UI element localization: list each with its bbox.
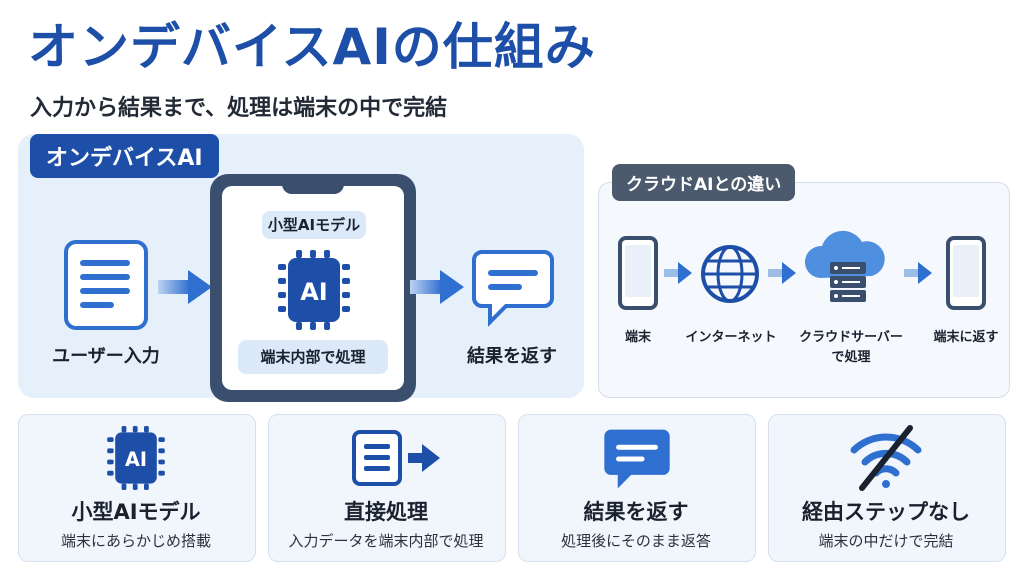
page-subtitle: 入力から結果まで、処理は端末の中で完結 [30,96,448,121]
arrow-right-icon [904,262,932,284]
card-title-return: 結果を返す [583,500,689,524]
cloud-panel [598,182,1010,398]
page-title: オンデバイスAIの仕組み [28,18,596,76]
no-wifi-icon [850,425,922,491]
document-icon [64,240,148,330]
cloud-tag: クラウドAIとの違い [612,164,796,201]
ondevice-tag: オンデバイスAI [30,134,219,178]
ai-chip-icon: AI [278,250,350,330]
ai-chip-icon: AI [107,426,165,490]
ai-chip-text: AI [300,278,328,306]
card-title-no-steps: 経由ステップなし [802,500,970,524]
card-desc-direct: 入力データを端末内部で処理 [288,532,484,550]
card-title-model: 小型AIモデル [71,500,201,524]
cloud-step-server-sub: で処理 [831,350,871,365]
cloud-step-server: クラウドサーバー [799,330,903,345]
arrow-right-icon [768,262,796,284]
document-arrow-icon [352,430,440,486]
card-title-direct: 直接処理 [344,500,428,524]
arrow-right-icon [664,262,692,284]
arrow-right-icon [410,270,464,304]
process-pill: 端末内部で処理 [238,340,388,374]
card-desc-model: 端末にあらかじめ搭載 [60,532,211,550]
smartphone-notch [282,180,344,194]
arrow-right-icon [158,270,212,304]
chat-bubble-icon [472,250,554,327]
cloud-step-internet: インターネット [685,330,777,345]
smartphone-icon [618,236,658,310]
card-chip-text: AI [125,448,147,471]
chat-bubble-icon [604,429,670,489]
model-pill: 小型AIモデル [262,211,366,239]
user-input-label: ユーザー入力 [52,346,160,367]
output-label: 結果を返す [467,346,557,367]
cloud-server-icon [804,230,885,302]
card-desc-no-steps: 端末の中だけで完結 [818,532,954,550]
cloud-step-device: 端末 [624,330,651,345]
smartphone-icon [946,236,986,310]
cloud-step-return: 端末に返す [933,330,999,345]
card-desc-return: 処理後にそのまま返答 [561,532,711,550]
globe-icon [701,245,759,303]
